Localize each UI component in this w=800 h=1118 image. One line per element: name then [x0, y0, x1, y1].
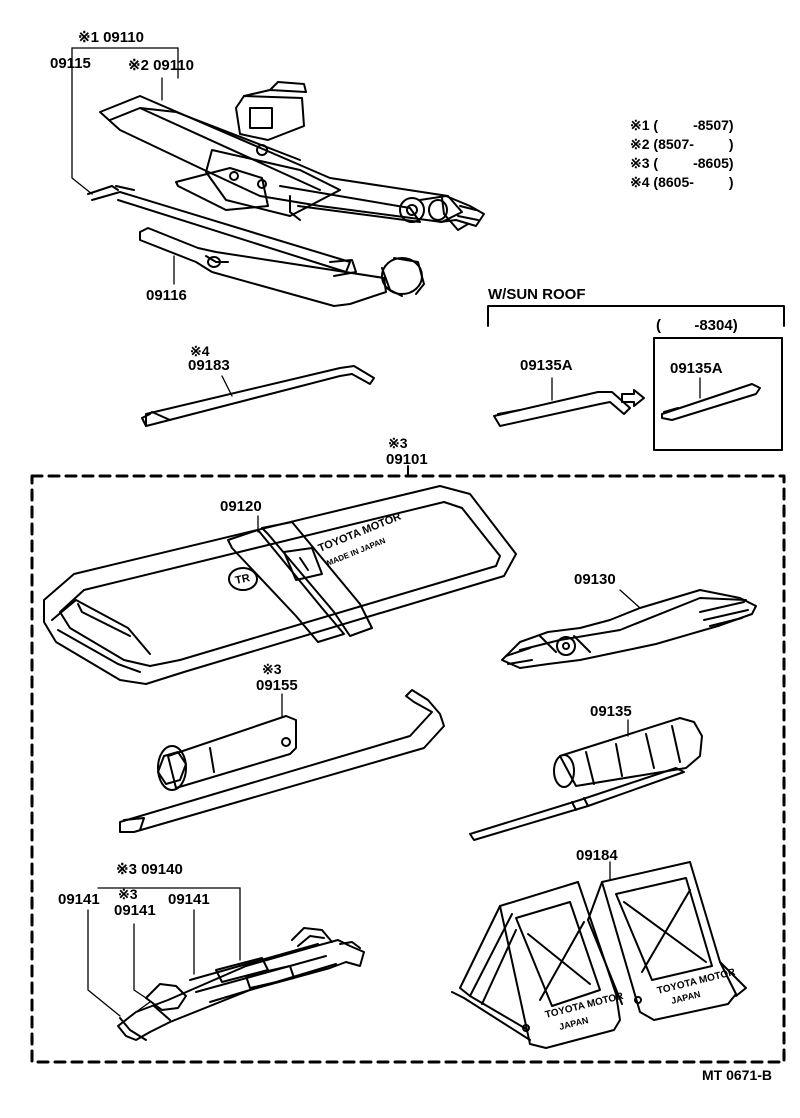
label-screwdriver: 09135	[590, 703, 632, 720]
label-plug-wrench: 09155	[256, 677, 298, 694]
label-plug-wrench-mark: ※3	[262, 661, 282, 677]
note-range-2: (8507- )	[653, 136, 734, 152]
label-wheel-wrench: 09116	[146, 287, 187, 304]
note-range-4: (8605- )	[653, 174, 734, 190]
note-mark-4: ※4	[630, 174, 650, 190]
tool-bag	[43, 485, 517, 685]
label-sunroof-range: ( -8304)	[656, 317, 738, 334]
label-chocks: 09184	[576, 847, 618, 864]
note-row-4: ※4 (8605- )	[630, 175, 734, 189]
label-wrench-c: 09141	[168, 891, 210, 908]
leader-lines	[71, 47, 701, 1017]
label-kit: 09101	[386, 451, 428, 468]
note-row-2: ※2 (8507- )	[630, 137, 734, 151]
bag-logo-mark: TR	[234, 572, 251, 587]
label-wrench-b-mark: ※3	[118, 886, 138, 902]
label-tire-lever-mark: ※4	[190, 343, 210, 359]
note-row-3: ※3 ( -8605)	[630, 156, 734, 170]
label-wrench-b: 09141	[114, 902, 156, 919]
label-wrench-set: ※3 09140	[116, 861, 183, 878]
spark-plug-wrench	[119, 689, 445, 833]
screwdriver	[469, 717, 703, 841]
label-jack-note: ※1 09110	[78, 29, 144, 46]
note-mark-1: ※1	[630, 117, 650, 133]
wheel-chocks	[451, 861, 747, 1049]
tire-lever	[141, 365, 375, 427]
label-pliers: 09130	[574, 571, 616, 588]
reference-code: MT 0671-B	[702, 1067, 773, 1083]
jack-assembly	[99, 81, 485, 231]
wheel-wrench	[139, 227, 425, 307]
note-row-1: ※1 ( -8507)	[630, 118, 734, 132]
note-range-3: ( -8605)	[653, 155, 734, 171]
note-range-1: ( -8507)	[653, 117, 734, 133]
wrench-set	[117, 927, 365, 1041]
pliers	[501, 589, 757, 669]
label-tool-bag: 09120	[220, 498, 262, 515]
label-sunroof-tool-alt: 09135A	[670, 360, 723, 377]
label-kit-mark: ※3	[388, 435, 408, 451]
label-tire-lever: 09183	[188, 357, 230, 374]
label-sunroof-group: W/SUN ROOF	[488, 286, 586, 303]
note-mark-3: ※3	[630, 155, 650, 171]
chock-imprint-origin: JAPAN	[558, 1015, 589, 1032]
label-wrench-a: 09141	[58, 891, 100, 908]
label-jack-alt: ※2 09110	[128, 57, 194, 74]
production-notes: ※1 ( -8507) ※2 (8507- ) ※3 ( -8605) ※4 (…	[630, 118, 780, 198]
sunroof-group	[487, 305, 785, 451]
label-sunroof-tool: 09135A	[520, 357, 573, 374]
jack-handle-bar	[87, 185, 357, 277]
note-mark-2: ※2	[630, 136, 650, 152]
label-handle-bar: 09115	[50, 55, 91, 72]
